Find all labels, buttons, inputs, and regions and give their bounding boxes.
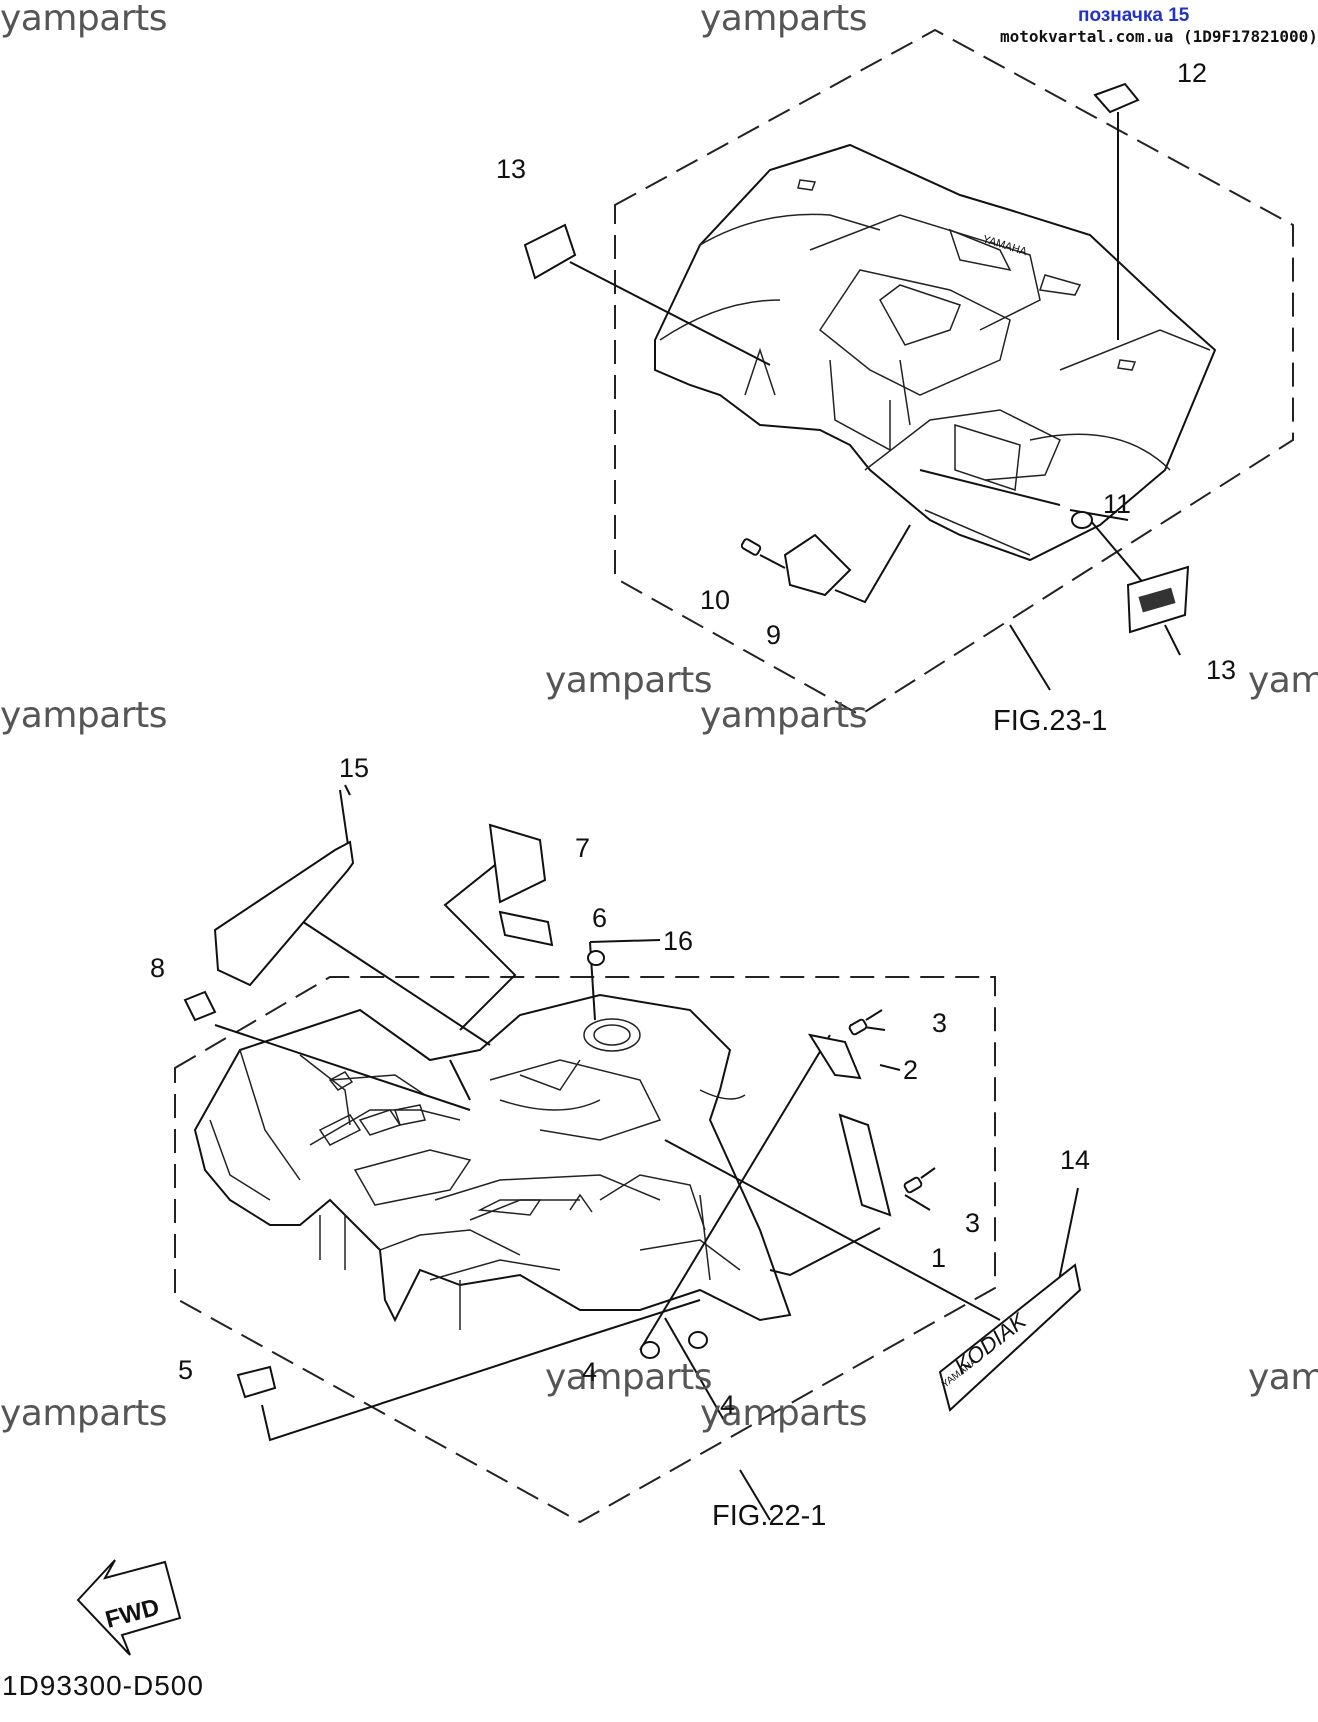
watermark: yamparts xyxy=(0,695,168,736)
part-14-decal: KODIAK YAMAHA xyxy=(938,1263,1082,1412)
callout-14: 14 xyxy=(1060,1145,1091,1175)
watermark: yamparts xyxy=(545,660,713,701)
part-6-decal xyxy=(498,910,554,947)
watermark: yamparts xyxy=(545,1357,713,1398)
rear-fender-group-outline xyxy=(614,28,1294,717)
callout-4: 4 xyxy=(720,1390,736,1420)
callout-8: 8 xyxy=(150,953,166,983)
part-3-screw-lower xyxy=(903,1167,936,1194)
part-4-washer-b xyxy=(688,1331,708,1349)
callout-5: 5 xyxy=(178,1355,194,1385)
badge-label: позначка 15 xyxy=(1078,5,1190,26)
watermark-partial: yam xyxy=(1248,660,1318,701)
fig-ref-front: FIG.22-1 xyxy=(712,1500,827,1532)
part-2-plate xyxy=(807,1033,862,1080)
part-1-plate xyxy=(838,1113,892,1217)
watermark: yamparts xyxy=(0,1393,168,1434)
fwd-arrow-icon: FWD xyxy=(76,1559,182,1656)
part-10-screw xyxy=(740,538,786,569)
part-13-decal-upper xyxy=(523,223,577,280)
callout-11: 11 xyxy=(1103,489,1132,519)
part-12-decal xyxy=(1093,82,1140,114)
part-5-decal xyxy=(236,1365,277,1399)
part-7-decal xyxy=(488,823,547,904)
diagram-code: 1D93300-D500 xyxy=(2,1670,204,1701)
callout-6: 6 xyxy=(592,903,608,933)
callout-3: 3 xyxy=(965,1208,981,1238)
callout-4: 4 xyxy=(582,1357,598,1387)
part-15-decal xyxy=(213,840,355,987)
part-8-decal xyxy=(183,990,217,1022)
callout-9: 9 xyxy=(766,620,782,650)
front-fender xyxy=(193,993,792,1330)
callout-3: 3 xyxy=(932,1008,948,1038)
part-13-decal-lower xyxy=(1126,565,1190,634)
watermark: yamparts xyxy=(700,0,868,39)
part-16-cap xyxy=(587,950,605,966)
badge-site: motokvartal.com.ua (1D9F17821000) xyxy=(1000,27,1318,46)
part-11-grommet xyxy=(1071,511,1093,529)
callout-13: 13 xyxy=(1206,655,1237,685)
watermark-partial: yam xyxy=(1248,1357,1318,1398)
watermark: yamparts xyxy=(700,1393,868,1434)
callout-16: 16 xyxy=(663,926,694,956)
fig-ref-rear: FIG.23-1 xyxy=(993,705,1108,737)
callout-1: 1 xyxy=(931,1243,947,1273)
callout-13: 13 xyxy=(496,154,527,184)
callout-7: 7 xyxy=(575,833,591,863)
callout-12: 12 xyxy=(1177,58,1208,88)
watermark: yamparts xyxy=(700,695,868,736)
callout-2: 2 xyxy=(903,1055,919,1085)
rear-fender xyxy=(654,143,1217,562)
part-4-washer-a xyxy=(640,1341,660,1359)
front-fender-group-outline xyxy=(174,976,996,1524)
callout-10: 10 xyxy=(700,585,731,615)
watermark: yamparts xyxy=(0,0,168,39)
callout-15: 15 xyxy=(339,753,370,783)
part-9-plate xyxy=(783,533,852,597)
part-3-screw-upper xyxy=(848,1009,883,1036)
